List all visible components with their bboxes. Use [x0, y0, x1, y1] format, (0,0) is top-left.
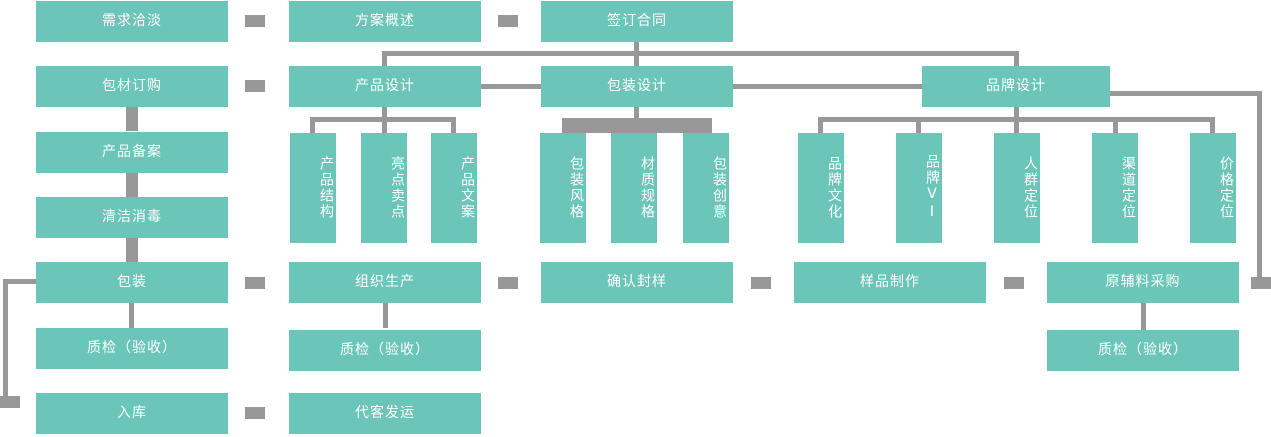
node-product-structure[interactable]: 产品结构	[290, 133, 336, 243]
node-package-creative[interactable]: 包装创意	[683, 133, 729, 243]
connector-packing-left-out	[3, 279, 36, 284]
connector-bus-to-product-design	[382, 51, 387, 68]
node-plan-overview[interactable]: 方案概述	[289, 1, 481, 42]
connector-product-child-3	[451, 117, 456, 134]
node-material-spec[interactable]: 材质规格	[611, 133, 657, 243]
node-clean-disinfect[interactable]: 清洁消毒	[36, 197, 228, 238]
node-warehousing[interactable]: 入库	[36, 393, 228, 434]
node-agent-shipping[interactable]: 代客发运	[289, 393, 481, 434]
node-organize-production[interactable]: 组织生产	[289, 262, 481, 303]
node-packaging-material-order[interactable]: 包材订购	[36, 66, 228, 107]
node-sample-making[interactable]: 样品制作	[794, 262, 986, 303]
connector-brand-child-4	[1113, 117, 1118, 134]
connector-chip-material-wrap-right	[1251, 277, 1271, 289]
connector-chip-sample-to-material	[1004, 277, 1024, 289]
connector-chip-clean-to-packing	[126, 238, 138, 262]
connector-brand-children-drop	[1014, 107, 1019, 121]
connector-chip-2	[498, 15, 518, 27]
connector-chip-3	[245, 80, 265, 92]
node-demand-negotiation[interactable]: 需求洽淡	[36, 1, 228, 42]
connector-bus-to-brand-design	[1014, 51, 1019, 68]
connector-packing-to-qc	[129, 303, 134, 328]
node-qc-production[interactable]: 质检（验收）	[289, 330, 481, 371]
node-packing[interactable]: 包装	[36, 262, 228, 303]
connector-chip-filing-to-clean	[126, 173, 138, 197]
node-qc-material[interactable]: 质检（验收）	[1047, 330, 1239, 371]
node-price-positioning[interactable]: 价格定位	[1190, 133, 1236, 243]
connector-material-to-qc	[1141, 303, 1146, 330]
node-brand-vi[interactable]: 品牌VI	[896, 133, 942, 243]
node-channel-positioning[interactable]: 渠道定位	[1092, 133, 1138, 243]
node-brand-design[interactable]: 品牌设计	[922, 66, 1110, 107]
connector-chip-warehouse-to-shipping	[245, 407, 265, 419]
connector-package-children-bar	[562, 118, 712, 133]
node-product-copywriting[interactable]: 产品文案	[431, 133, 477, 243]
node-audience-positioning[interactable]: 人群定位	[994, 133, 1040, 243]
connector-brand-child-5	[1210, 117, 1215, 134]
node-package-style[interactable]: 包装风格	[540, 133, 586, 243]
connector-design-bus	[382, 51, 1019, 56]
connector-product-child-1	[310, 117, 315, 134]
connector-brand-right-down	[1257, 91, 1262, 283]
connector-package-to-brand-design	[733, 84, 922, 89]
node-raw-material-purchase[interactable]: 原辅料采购	[1047, 262, 1239, 303]
connector-package-children-drop	[634, 107, 639, 121]
node-brand-culture[interactable]: 品牌文化	[798, 133, 844, 243]
connector-chip-1	[245, 15, 265, 27]
connector-product-children-drop	[382, 107, 387, 121]
node-qc-packing[interactable]: 质检（验收）	[36, 328, 228, 369]
connector-product-child-2	[382, 117, 387, 134]
connector-brand-child-2	[916, 117, 921, 134]
connector-chip-seal-to-sample	[751, 277, 771, 289]
node-package-design[interactable]: 包装设计	[541, 66, 733, 107]
connector-chip-order-to-filing	[126, 107, 138, 131]
connector-product-to-package-design	[481, 84, 541, 89]
node-highlight-selling-point[interactable]: 亮点卖点	[361, 133, 407, 243]
node-product-design[interactable]: 产品设计	[289, 66, 481, 107]
connector-chip-production-to-seal	[498, 277, 518, 289]
connector-production-to-qc	[383, 303, 388, 328]
node-sign-contract[interactable]: 签订合同	[541, 1, 733, 42]
connector-brand-right-out	[1110, 91, 1262, 96]
connector-chip-wrap-left	[0, 396, 20, 408]
connector-brand-child-1	[818, 117, 823, 134]
connector-brand-child-3	[1014, 117, 1019, 134]
connector-chip-packing-to-production	[245, 277, 265, 289]
connector-packing-left-down	[3, 279, 8, 402]
node-product-filing[interactable]: 产品备案	[36, 132, 228, 173]
node-confirm-seal-sample[interactable]: 确认封样	[541, 262, 733, 303]
